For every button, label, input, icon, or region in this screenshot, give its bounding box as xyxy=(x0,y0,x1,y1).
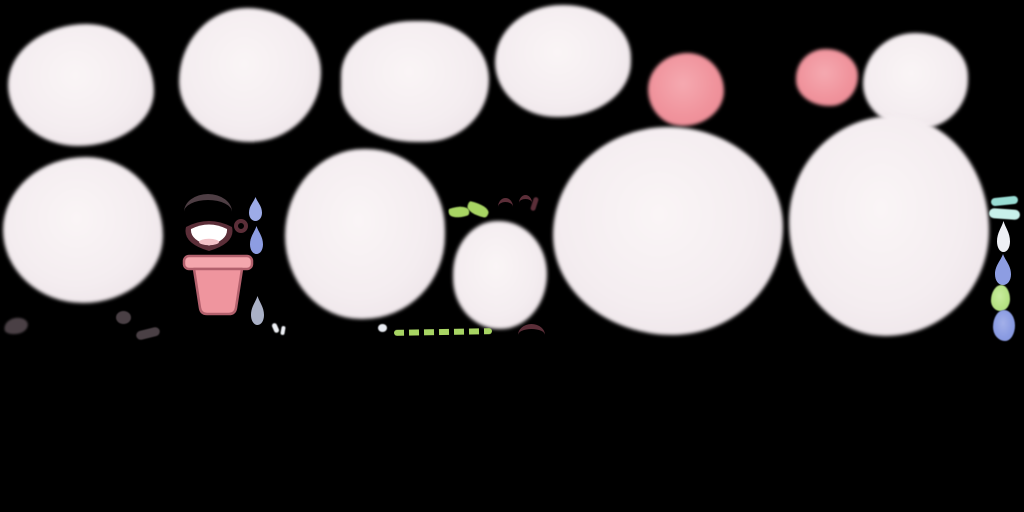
flower-pot xyxy=(181,253,255,317)
pink-blob-1 xyxy=(648,53,724,126)
maroon-curl-1 xyxy=(498,198,513,207)
cloud-blob-6 xyxy=(3,157,163,303)
white-speck-1 xyxy=(271,322,280,334)
blue-blob-right xyxy=(993,310,1015,341)
white-speck-2 xyxy=(280,325,286,336)
white-dot xyxy=(378,324,387,332)
maroon-ring xyxy=(234,219,248,233)
green-blob-right xyxy=(991,285,1010,311)
grass-dashed-line xyxy=(393,328,493,336)
leaf-2 xyxy=(465,200,491,219)
maroon-squiggle xyxy=(518,324,545,335)
teal-dash-2 xyxy=(988,207,1021,221)
cloud-blob-8 xyxy=(453,221,547,329)
cloud-blob-5 xyxy=(863,33,968,129)
cloud-blob-9 xyxy=(553,127,783,335)
cloud-blob-7 xyxy=(285,149,445,319)
pink-blob-2 xyxy=(796,49,858,106)
dark-dot xyxy=(116,311,131,324)
mouth-sprite xyxy=(181,214,237,252)
cloud-blob-4 xyxy=(495,5,631,117)
cloud-blob-1 xyxy=(8,24,154,146)
tear-drop-blue-2 xyxy=(250,226,263,254)
cloud-blob-2 xyxy=(179,8,321,142)
white-drop xyxy=(997,221,1010,252)
tear-drop-blue-1 xyxy=(249,197,262,221)
teal-dash-1 xyxy=(990,195,1019,207)
dark-bean xyxy=(2,315,30,337)
gray-drop xyxy=(251,296,264,325)
cloud-blob-3 xyxy=(341,21,489,142)
eyebrow-arc xyxy=(184,194,232,212)
dark-dash xyxy=(135,326,161,341)
maroon-curl-2 xyxy=(519,195,532,203)
cloud-blob-10 xyxy=(789,116,989,336)
blue-drop-right xyxy=(995,254,1011,285)
